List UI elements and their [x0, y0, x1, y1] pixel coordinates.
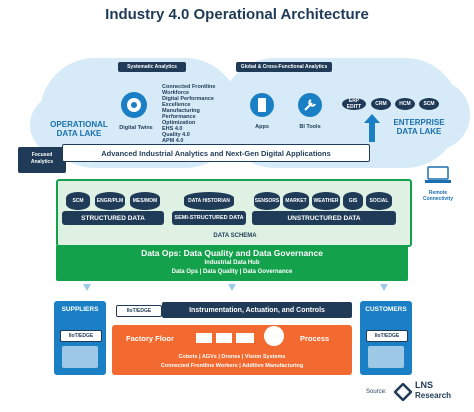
enterprise-data-lake-label: ENTERPRISE DATA LAKE [393, 118, 445, 136]
factory-floor-label: Factory Floor [126, 334, 174, 343]
laptop-icon [425, 165, 451, 185]
data-ops-line: Data Ops | Data Quality | Data Governanc… [171, 269, 293, 275]
scm-cylinder: SCM [66, 192, 90, 210]
digital-twins-label: Digital Twins [119, 125, 153, 131]
worker-icon [264, 326, 284, 346]
suppliers-label: SUPPLIERS [61, 306, 99, 313]
list-item: Quality 4.0 [162, 132, 190, 138]
digital-twins-icon [121, 92, 147, 118]
data-ops-title: Data Ops: Data Quality and Data Governan… [141, 248, 323, 258]
enterprise-arrow-icon [364, 114, 380, 142]
lns-line1: LNS [415, 380, 433, 390]
data-historian-cylinder: DATA HISTORIAN [184, 192, 234, 210]
page-title: Industry 4.0 Operational Architecture [105, 6, 369, 23]
remote-connectivity-label: Remote Connectivity [422, 190, 453, 202]
bi-tools-icon [298, 93, 322, 117]
unstructured-data-label: UNSTRUCTURED DATA [252, 211, 396, 225]
systematic-analytics-label: Systematic Analytics [118, 62, 186, 72]
social-cylinder: SOCIAL [366, 192, 392, 210]
center-arrow-icon [228, 284, 236, 291]
operational-data-lake-label: OPERATIONAL DATA LAKE [50, 120, 108, 138]
factory-line-2: Connected Frontline Workers | Additive M… [160, 363, 304, 369]
data-ops-subtitle: Industrial Data Hub [204, 260, 260, 266]
market-cylinder: MARKET [283, 192, 309, 210]
weather-cylinder: WEATHER [312, 192, 340, 210]
center-iiot-edge: IIoT/EDGE [116, 305, 162, 317]
customer-arrow-icon [380, 284, 388, 291]
focused-analytics-box: Focused Analytics [18, 147, 66, 173]
mes-mom-cylinder: MES/MOM [130, 192, 160, 210]
hcm-cylinder: HCM [395, 98, 415, 110]
crm-cylinder: CRM [371, 98, 391, 110]
list-item: Optimization [162, 120, 196, 126]
customers-factory-icon [368, 346, 404, 368]
sensors-cylinder: SENSORS [254, 192, 280, 210]
suppliers-iiot-edge: IIoT/EDGE [60, 330, 102, 342]
bi-tools-label: BI Tools [299, 124, 321, 130]
scm-enterprise-cylinder: SCM [419, 98, 439, 110]
suppliers-factory-icon [62, 346, 98, 368]
advanced-analytics-banner: Advanced Industrial Analytics and Next-G… [62, 144, 370, 162]
lns-logo-icon [393, 382, 413, 402]
list-item: Digital Performance Excellence [162, 96, 214, 108]
process-label: Process [300, 334, 330, 343]
data-ops-band [56, 245, 408, 281]
instrumentation-bar: Instrumentation, Actuation, and Controls [162, 302, 352, 318]
systematic-analytics-list: Connected Frontline Workforce Digital Pe… [162, 84, 234, 144]
data-schema-label: DATA SCHEMA [213, 233, 257, 239]
list-item: Manufacturing Performance [162, 108, 200, 120]
erp-cylinder: ERP EDITT [342, 98, 366, 110]
semi-structured-data-label: SEMI-STRUCTURED DATA [172, 211, 246, 225]
structured-data-label: STRUCTURED DATA [62, 211, 164, 225]
lns-line2: Research [415, 391, 452, 400]
global-analytics-label: Global & Cross-Functional Analytics [236, 62, 332, 72]
source-label: Source: [366, 389, 387, 395]
gis-cylinder: GIS [343, 192, 363, 210]
supplier-arrow-icon [83, 284, 91, 291]
list-item: APM 4.0 [162, 138, 184, 144]
engr-plm-cylinder: ENGR/PLM [95, 192, 125, 210]
list-item: Connected Frontline Workforce [162, 84, 216, 96]
factory-machines-icon [194, 331, 258, 345]
apps-label: Apps [255, 124, 269, 130]
apps-icon [250, 93, 274, 117]
enterprise-cloud-lobe [380, 80, 470, 150]
list-item: EHS 4.0 [162, 126, 183, 132]
customers-label: CUSTOMERS [365, 306, 407, 313]
factory-line-1: Cobots | AGVs | Drones | Vision Systems [178, 354, 286, 360]
customers-iiot-edge: IIoT/EDGE [366, 330, 408, 342]
